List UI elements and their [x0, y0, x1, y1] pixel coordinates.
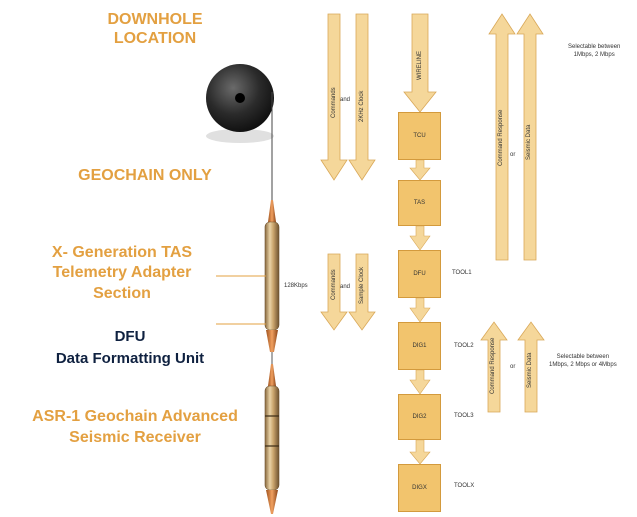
connector-dig2-digx [409, 439, 431, 465]
asr-line-1: ASR-1 Geochain Advanced [32, 408, 238, 425]
clock-down-arrow-mid [348, 253, 376, 331]
drum-hub [235, 93, 245, 103]
downlink-mid-commands: Commands [331, 269, 337, 300]
data-up-arrow-top [516, 13, 544, 261]
data-up-arrow-bottom [517, 321, 545, 413]
dfu-line-1: DFU [114, 328, 146, 345]
dig1-box: DIG1 [398, 322, 441, 370]
dig2-box-label: DIG2 [412, 414, 427, 420]
tas-tool-body [264, 221, 280, 331]
commands-down-arrow-mid [320, 253, 348, 331]
asr-line-2: Seismic Receiver [69, 428, 201, 446]
downlink-top-clock: 2KHz Clock [359, 90, 365, 122]
downhole-line-1: DOWNHOLE [107, 11, 203, 28]
tcu-box: TCU [398, 112, 441, 160]
response-up-arrow-bottom [480, 321, 508, 413]
toolx-label: TOOLX [454, 483, 475, 489]
dig2-box: DIG2 [398, 394, 441, 440]
dfu-label: DFU Data Formatting Unit [30, 326, 230, 370]
note-top-line-1: Selectable between [568, 44, 621, 50]
tas-line-1: X- Generation TAS [51, 244, 193, 261]
wireline-arrow [403, 13, 437, 113]
asr-tool-body [264, 385, 280, 491]
commands-down-arrow-top [320, 13, 348, 181]
drum-shadow [206, 129, 274, 143]
uplink-bottom-data: Seismic Data [527, 352, 533, 388]
tool2-label: TOOL2 [454, 343, 474, 349]
uplink-top-response: Command Response [498, 109, 504, 166]
geochain-only-label: GEOCHAIN ONLY [78, 167, 212, 184]
asr-top-cone [268, 364, 276, 386]
tcu-box-label: TCU [413, 133, 426, 139]
note-bottom-line-2: 1Mbps, 2 Mbps or 4Mbps [549, 362, 617, 369]
tool-mid-cone [266, 330, 278, 352]
dfu-box: DFU [398, 250, 441, 298]
wireline-label: WIRELINE [417, 50, 423, 80]
note-bottom: Selectable between 1Mbps, 2 Mbps or 4Mbp… [549, 353, 617, 369]
dfu-box-label: DFU [413, 271, 426, 277]
downlink-top-commands: Commands [331, 87, 337, 118]
downhole-line-2: LOCATION [113, 30, 197, 48]
tool3-label: TOOL3 [454, 413, 474, 419]
tas-line-3: Section [93, 284, 151, 302]
uplink-top-data: Seismic Data [526, 124, 532, 160]
uplink-top-or: or [510, 152, 516, 158]
downhole-location-label: DOWNHOLE LOCATION [90, 10, 220, 48]
tool1-label: TOOL1 [452, 270, 472, 276]
downlink-mid-and: and [340, 284, 351, 290]
note-top: Selectable between 1Mbps, 2 Mbps [568, 43, 620, 59]
digx-box: DIGX [398, 464, 441, 512]
tas-section-label: X- Generation TAS Telemetry Adapter Sect… [22, 243, 222, 304]
uplink-bottom-or: or [510, 364, 516, 370]
connector-tcu-tas [409, 159, 431, 181]
connector-tas-dfu [409, 225, 431, 251]
note-top-line-2: 1Mbps, 2 Mbps [573, 52, 615, 59]
rate-label: 128Kbps [284, 283, 308, 289]
asr-label: ASR-1 Geochain Advanced Seismic Receiver [20, 407, 250, 449]
downlink-mid-clock: Sample Clock [359, 266, 365, 304]
tas-box: TAS [398, 180, 441, 226]
tas-box-label: TAS [413, 200, 426, 206]
uplink-bottom-response: Command Response [490, 337, 496, 394]
tas-line-2: Telemetry Adapter [52, 264, 192, 282]
response-up-arrow-top [488, 13, 516, 261]
connector-dig1-dig2 [409, 369, 431, 395]
downlink-top-and: and [340, 97, 351, 103]
dig1-box-label: DIG1 [412, 343, 427, 349]
tool-top-cone [268, 200, 276, 222]
clock-down-arrow-top [348, 13, 376, 181]
note-bottom-line-1: Selectable between [556, 354, 610, 360]
connector-dfu-dig1 [409, 297, 431, 323]
dfu-line-2: Data Formatting Unit [55, 349, 205, 367]
asr-bottom-cone [266, 490, 278, 514]
digx-box-label: DIGX [412, 485, 427, 491]
